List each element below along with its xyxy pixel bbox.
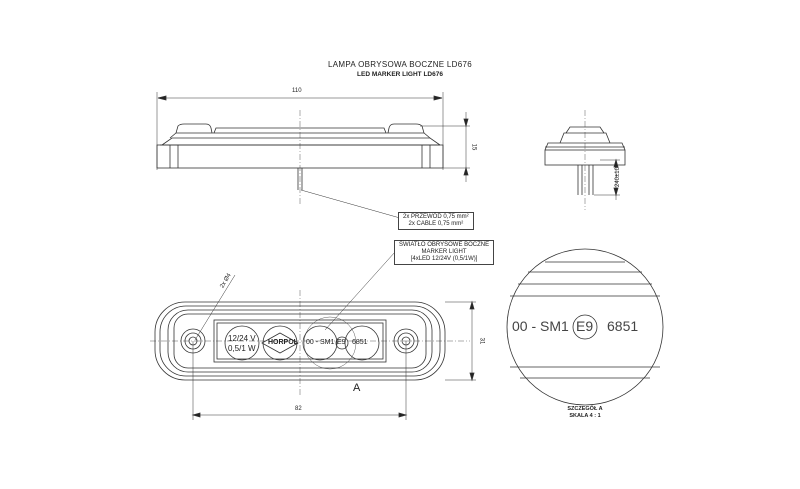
number-label: 6851: [352, 339, 368, 346]
top-view: [150, 274, 476, 420]
detail-number: 6851: [607, 318, 639, 334]
end-view: [544, 110, 626, 210]
detail-caption-scale: SKALA 4 : 1: [569, 413, 601, 419]
light-callout: ŚWIATŁO OBRYSOWE BOCZNE MARKER LIGHT [4x…: [394, 240, 495, 265]
detail-marker: A: [353, 382, 361, 394]
dim-cable-length: 240±10: [614, 167, 621, 187]
dim-height: 15: [470, 143, 477, 151]
detail-approval: E9: [576, 318, 594, 334]
detail-code: 00 - SM1: [512, 318, 569, 334]
code-label: 00 - SM1: [306, 339, 335, 346]
approval-mark: E9: [337, 339, 346, 346]
cable-callout-en: 2x CABLE 0,75 mm²: [408, 221, 464, 227]
light-callout-pl: ŚWIATŁO OBRYSOWE BOCZNE: [399, 242, 490, 248]
light-callout-en: MARKER LIGHT: [421, 249, 467, 255]
brand-logo: HORPOL: [268, 339, 298, 346]
cable-callout: 2x PRZEWÓD 0,75 mm² 2x CABLE 0,75 mm²: [398, 212, 474, 230]
dim-length: 110: [292, 88, 302, 94]
voltage-label: 12/24 V: [228, 334, 256, 343]
detail-a: [506, 248, 664, 406]
title-english: LED MARKER LIGHT LD676: [357, 71, 443, 78]
title-polish: LAMPA OBRYSOWA BOCZNE LD676: [328, 60, 472, 69]
dim-width: 31: [478, 337, 485, 345]
cable-callout-pl: 2x PRZEWÓD 0,75 mm²: [403, 214, 469, 220]
detail-caption-title: SZCZEGÓŁ A: [567, 406, 603, 412]
side-view: [156, 92, 470, 219]
light-callout-spec: [4xLED 12/24V (0,5/1W)]: [410, 256, 478, 262]
power-label: 0,5/1 W: [228, 344, 256, 353]
dim-spacing: 82: [295, 406, 302, 412]
